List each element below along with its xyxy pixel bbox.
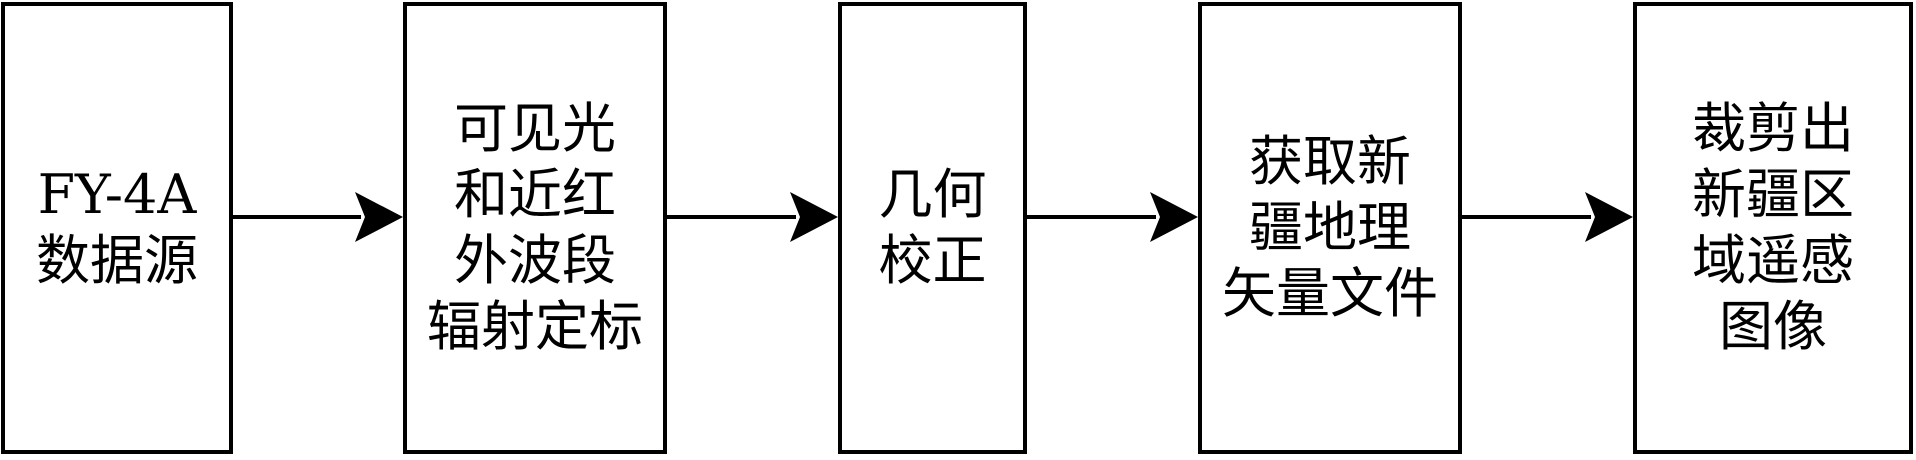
step-box-vector-file: 获取新 疆地理 矢量文件 bbox=[1198, 2, 1462, 454]
step-box-radiometric-calibration: 可见光 和近红 外波段 辐射定标 bbox=[403, 2, 667, 454]
arrow-4 bbox=[1462, 192, 1633, 242]
arrow-1 bbox=[233, 192, 403, 242]
step-box-geometric-correction: 几何 校正 bbox=[838, 2, 1027, 454]
step-box-data-source: FY-4A 数据源 bbox=[1, 2, 233, 454]
arrow-3 bbox=[1027, 192, 1198, 242]
step-label-geometric-correction: 几何 校正 bbox=[878, 163, 987, 292]
step-label-radiometric-calibration: 可见光 和近红 外波段 辐射定标 bbox=[427, 97, 643, 358]
step-box-clip-image: 裁剪出 新疆区 域遥感 图像 bbox=[1633, 2, 1913, 454]
step-label-vector-file: 获取新 疆地理 矢量文件 bbox=[1222, 130, 1438, 325]
step-label-data-source: FY-4A 数据源 bbox=[36, 163, 198, 292]
step-label-clip-image: 裁剪出 新疆区 域遥感 图像 bbox=[1692, 97, 1854, 358]
arrow-2 bbox=[667, 192, 838, 242]
